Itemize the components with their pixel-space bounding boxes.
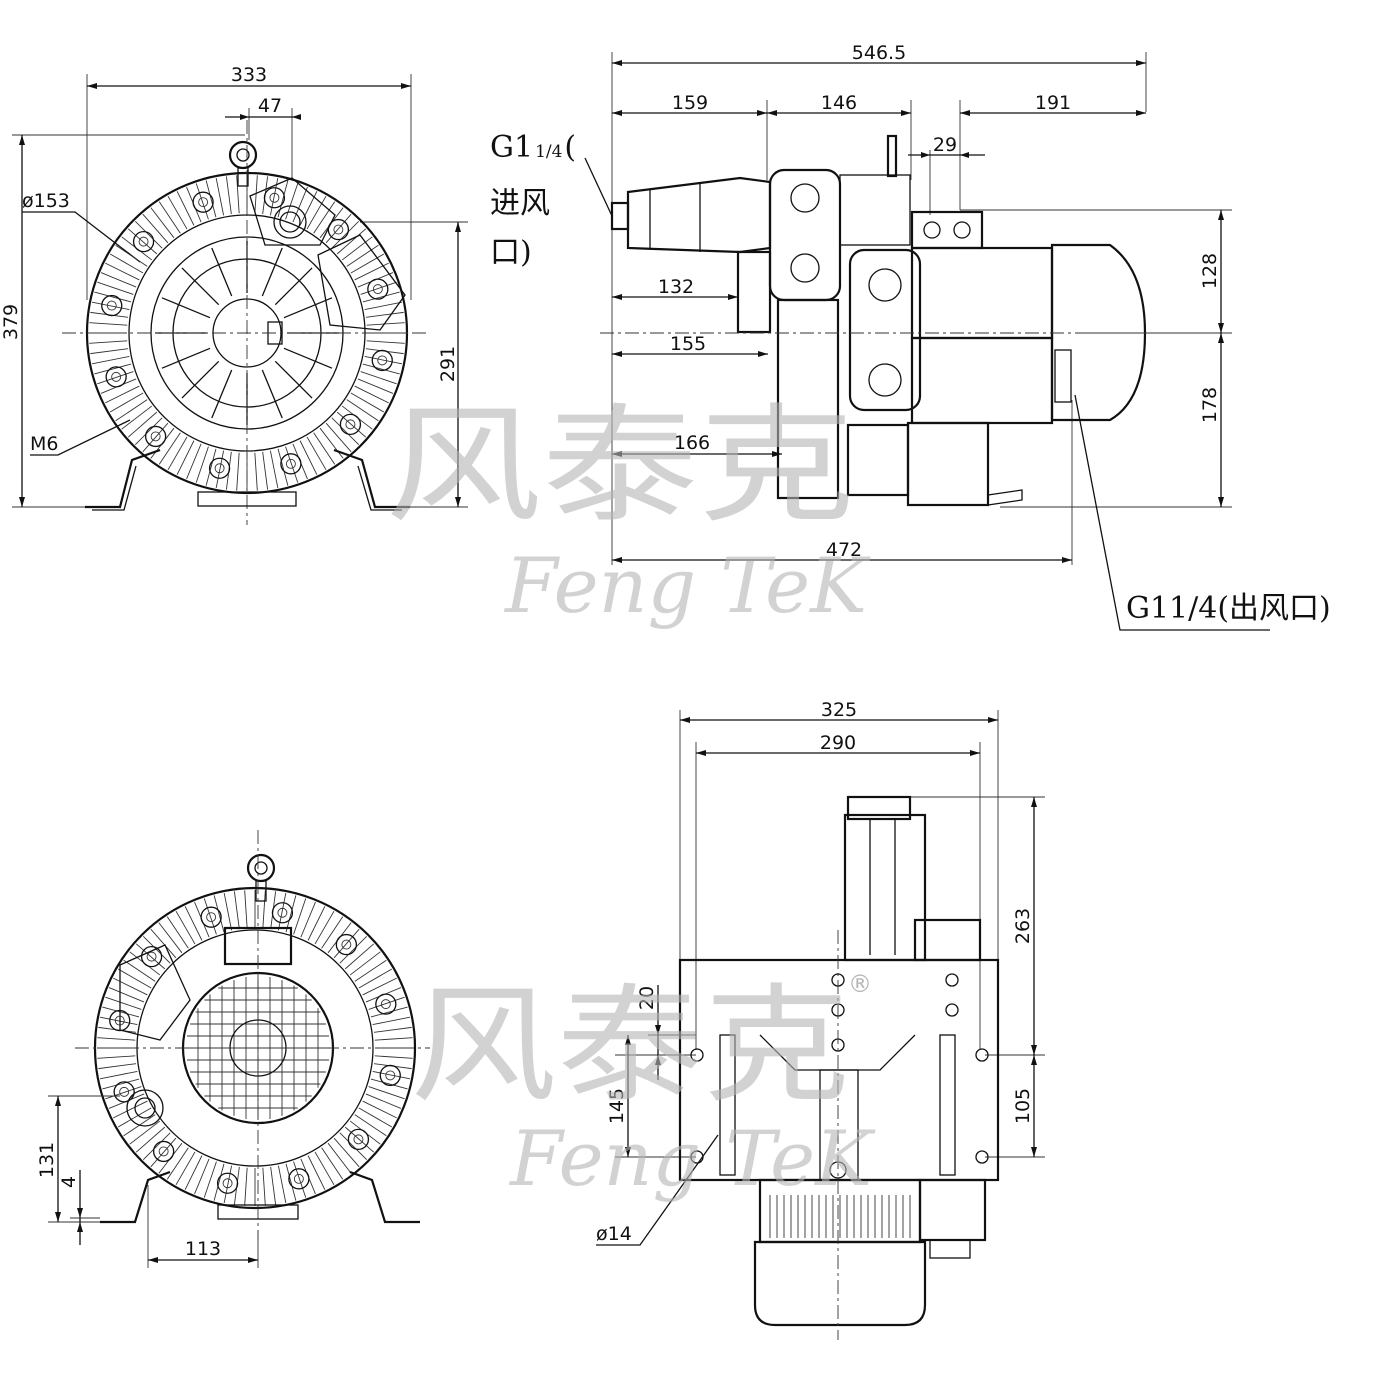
rear-lifting-eye (246, 853, 276, 883)
svg-text:风泰克: 风泰克 (410, 972, 850, 1121)
bottom-motor-fan-cover (753, 1240, 927, 1327)
bottom-view: 325 290 263 105 20 145 ø14 (596, 699, 1045, 1340)
rear-foot-left (100, 1170, 171, 1224)
front-foot-left (85, 448, 161, 509)
side-dim-155: 155 (670, 333, 706, 355)
bottom-dim-hole: ø14 (596, 1223, 632, 1245)
front-lifting-eye (228, 140, 258, 170)
side-outlet-flange (848, 248, 922, 412)
side-dim-191: 191 (1035, 92, 1071, 114)
side-motor-lower (910, 336, 1054, 425)
rear-view: 131 4 113 (36, 830, 430, 1268)
side-machine-body (600, 134, 1160, 507)
side-dim-472: 472 (826, 539, 862, 561)
svg-text:Feng TeK: Feng TeK (508, 1114, 876, 1203)
svg-text:进风: 进风 (490, 186, 550, 221)
bottom-mount-hole-2 (975, 1048, 989, 1062)
rear-dim-113: 113 (185, 1238, 221, 1260)
bottom-mount-hole-3 (690, 1150, 704, 1164)
side-dim-178: 178 (1199, 387, 1221, 423)
front-dim-291: 291 (437, 346, 459, 382)
side-dim-166: 166 (674, 432, 710, 454)
bottom-dim-20: 20 (636, 986, 658, 1010)
svg-text:Feng TeK: Feng TeK (503, 541, 871, 630)
svg-text:口): 口) (490, 235, 532, 270)
side-view: 546.5 159 146 191 29 132 155 166 472 (490, 42, 1331, 631)
rear-foot-right (349, 1170, 420, 1224)
bottom-dim-263: 263 (1012, 908, 1034, 944)
front-dim-dia153: ø153 (22, 190, 70, 212)
bottom-dim-290: 290 (820, 732, 856, 754)
watermark-bottom: 风泰克 ® Feng TeK (410, 970, 876, 1203)
bottom-mount-hole-4 (975, 1150, 989, 1164)
front-dim-379: 379 (0, 304, 22, 340)
front-dim-47: 47 (258, 95, 282, 117)
side-inlet-pipe (626, 176, 772, 254)
side-dim-128: 128 (1199, 253, 1221, 289)
bottom-dim-105: 105 (1012, 1088, 1034, 1124)
side-dim-29: 29 (933, 134, 957, 156)
front-dim-333: 333 (231, 64, 267, 86)
svg-text:G11/4(: G11/4( (490, 130, 576, 165)
side-dim-146: 146 (821, 92, 857, 114)
bottom-mount-hole-1 (690, 1048, 704, 1062)
front-cover-plate (317, 234, 406, 331)
side-dim-132: 132 (658, 276, 694, 298)
side-motor-upper (910, 246, 1054, 340)
registered-mark: ® (848, 970, 872, 998)
rear-dim-4: 4 (58, 1176, 80, 1188)
side-dim-159: 159 (672, 92, 708, 114)
watermark-top: 风泰克 Feng TeK (385, 392, 871, 630)
side-motor-fan-cover (1050, 243, 1147, 422)
outlet-label: G11/4(出风口) (1126, 591, 1331, 626)
svg-text:风泰克: 风泰克 (385, 392, 855, 541)
side-inlet-flange (768, 168, 842, 302)
front-view: 333 47 379 291 ø153 M6 (0, 64, 468, 525)
side-mount-plate (776, 298, 840, 500)
rear-dim-131: 131 (36, 1142, 58, 1178)
bottom-dim-145: 145 (606, 1088, 628, 1124)
front-terminal-box (249, 177, 336, 246)
side-dim-546-5: 546.5 (852, 42, 906, 64)
bottom-dim-325: 325 (821, 699, 857, 721)
front-dim-m6: M6 (30, 433, 58, 455)
rear-bolt-ring (109, 902, 401, 1194)
bottom-inlet-pipe-end (846, 795, 912, 821)
bottom-machine-body (678, 795, 1000, 1340)
front-foot-right (333, 448, 410, 509)
